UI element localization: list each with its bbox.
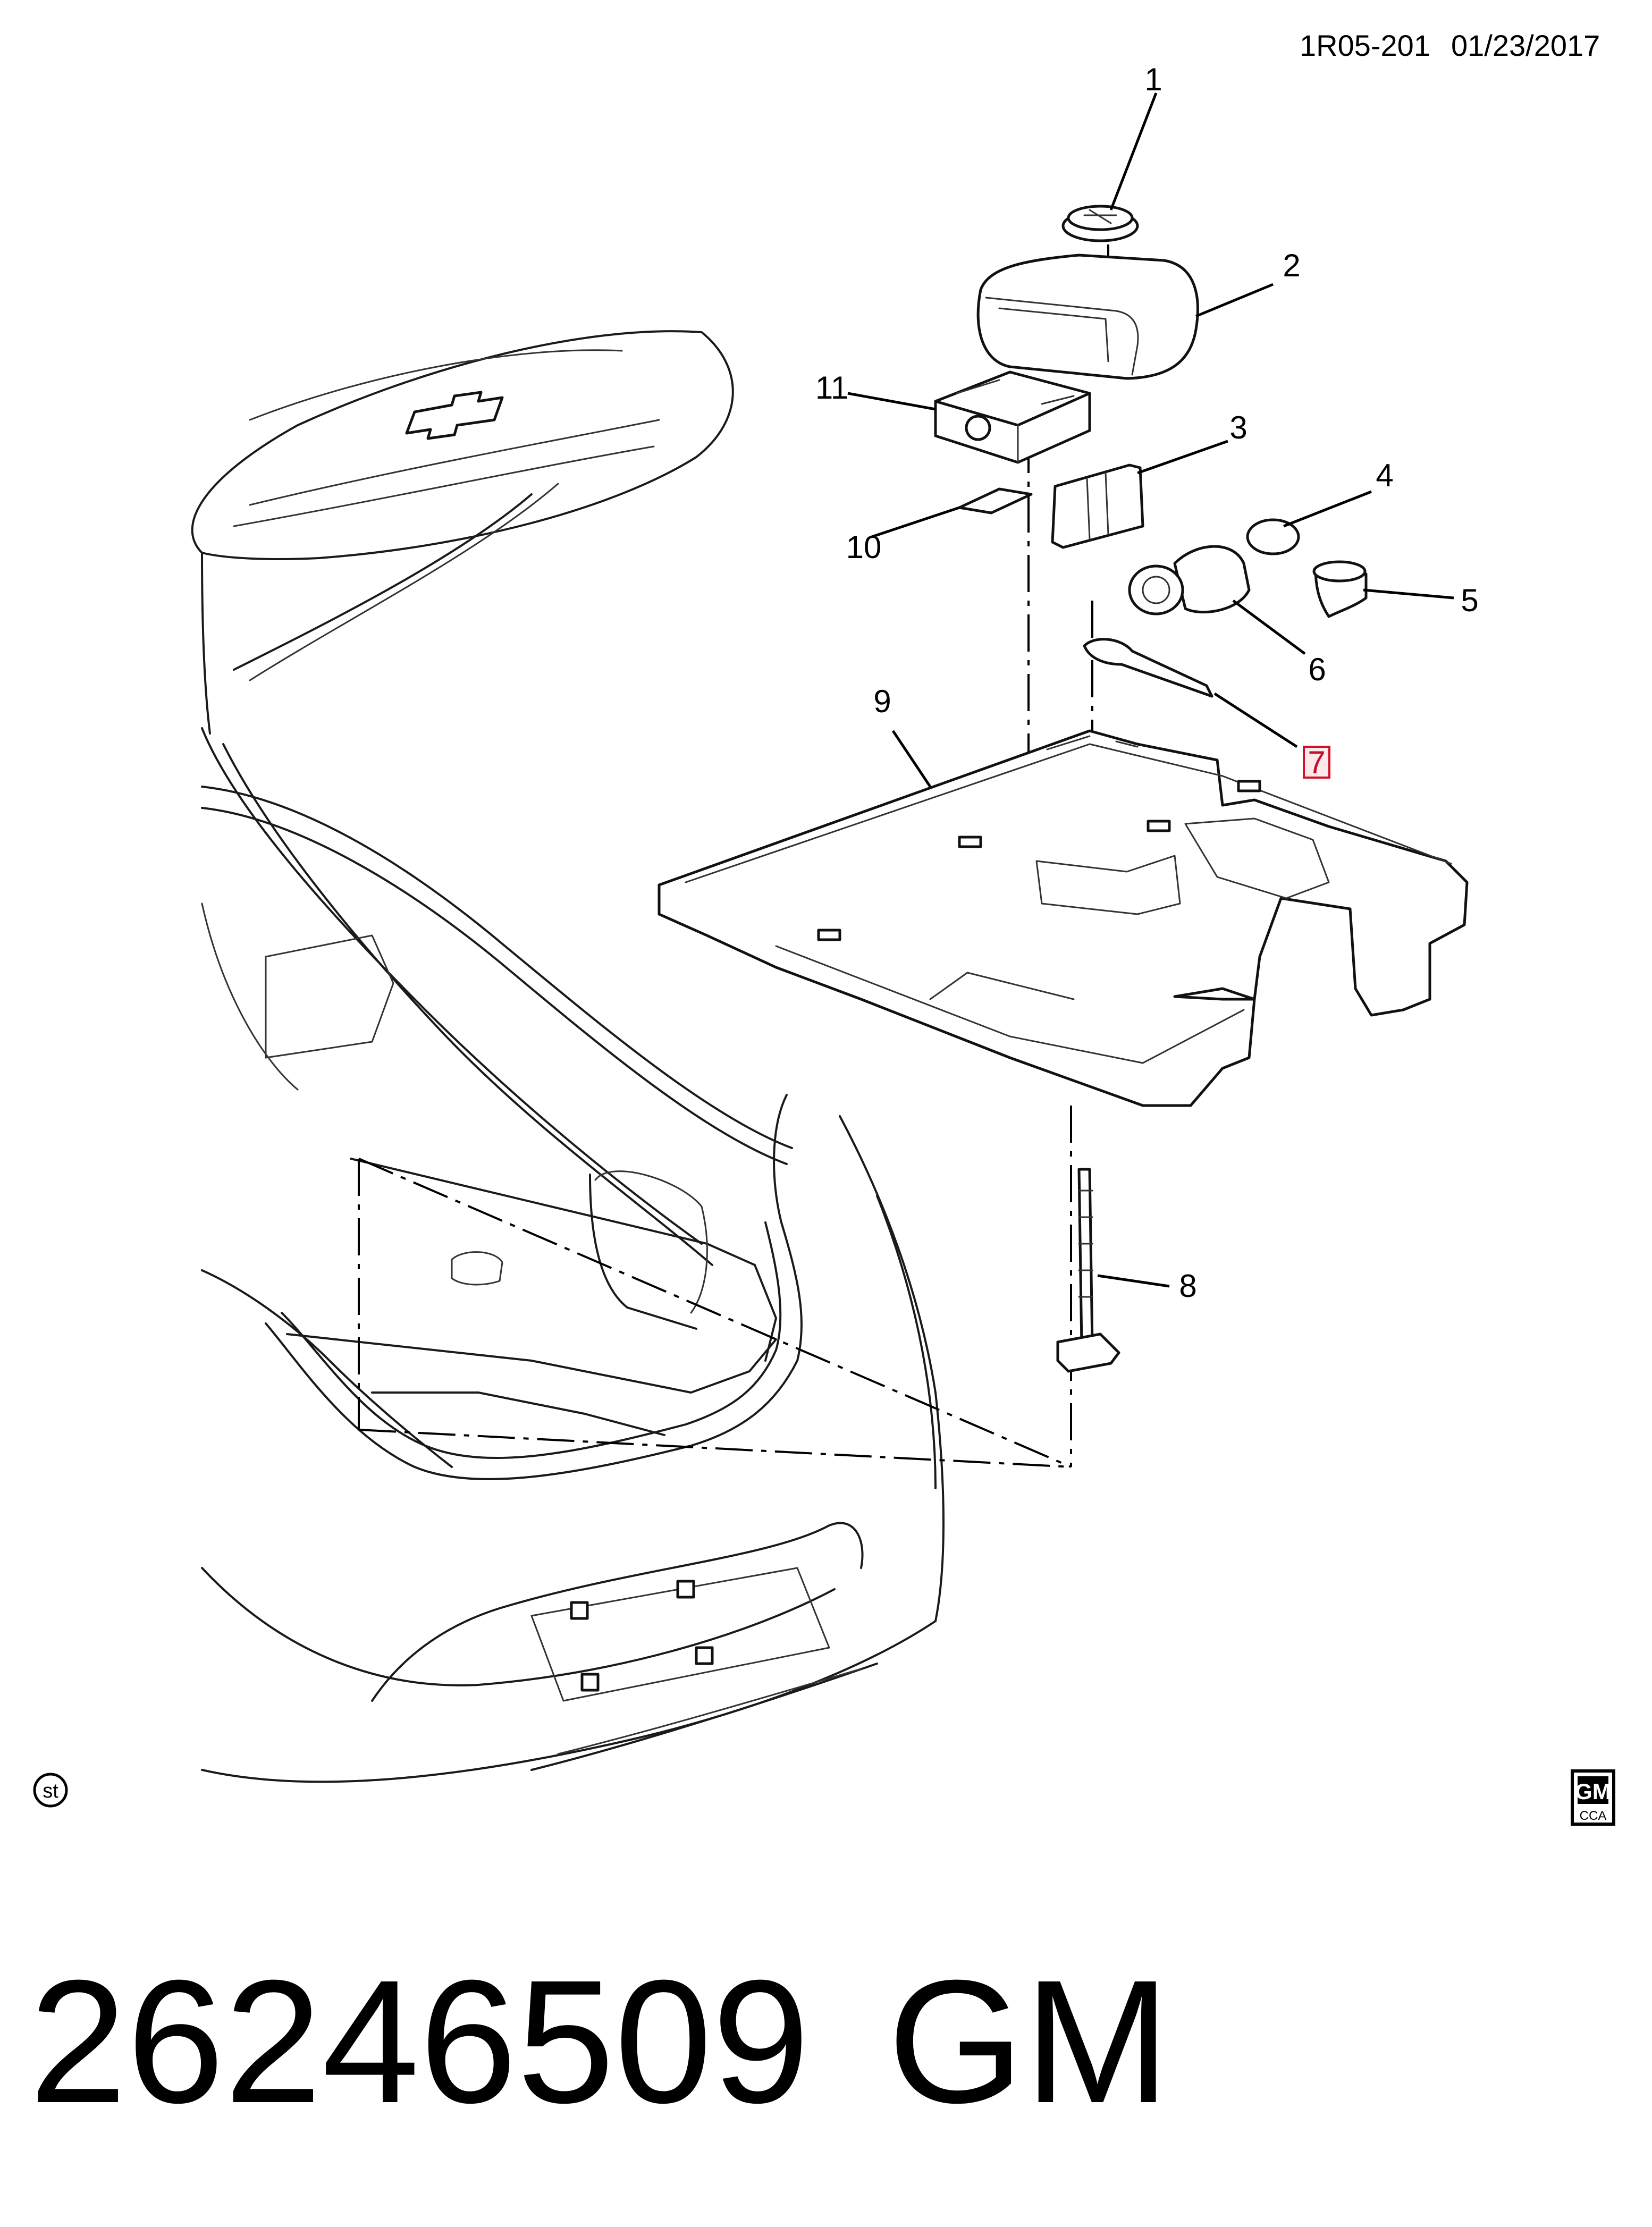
part-11-compressor xyxy=(934,370,1091,464)
callout-9: 9 xyxy=(873,684,891,719)
gm-logo-top: GM xyxy=(1575,1779,1611,1804)
callout-3: 3 xyxy=(1229,410,1247,445)
callout-5: 5 xyxy=(1461,583,1478,618)
part-8-bolt xyxy=(1056,1168,1120,1373)
footer-brand: GM xyxy=(888,1943,1170,2139)
callout-7-highlight xyxy=(1303,746,1330,779)
part-2-foam-block xyxy=(976,254,1199,380)
callout-6: 6 xyxy=(1308,652,1326,687)
callout-11: 11 xyxy=(815,370,848,406)
gm-logo-bottom: CCA xyxy=(1580,1809,1607,1823)
st-badge: st xyxy=(33,1773,68,1808)
part-5-cap xyxy=(1312,560,1368,618)
callout-1: 1 xyxy=(1144,62,1162,97)
part-1-cap xyxy=(1061,205,1139,242)
part-9-trunk-tray xyxy=(658,729,1469,1107)
callout-numbers: 1 2 3 4 5 6 7 8 9 10 11 xyxy=(815,62,1479,1304)
footer-part-number: 26246509 xyxy=(29,1943,810,2139)
leader-lines xyxy=(847,92,1454,1288)
part-6-canister xyxy=(1128,545,1251,615)
drawing-date: 01/23/2017 xyxy=(1451,29,1600,62)
callout-7: 7 xyxy=(1308,745,1325,780)
chevrolet-emblem xyxy=(405,391,504,440)
part-7-wrench xyxy=(1083,638,1213,698)
st-badge-text: st xyxy=(43,1780,58,1802)
part-4-seal xyxy=(1246,518,1300,555)
callout-2: 2 xyxy=(1283,248,1300,283)
drawing-id: 1R05-201 xyxy=(1300,29,1430,62)
part-3-bracket xyxy=(1051,463,1144,549)
callout-10: 10 xyxy=(846,529,882,565)
vehicle-rear-illustration xyxy=(191,330,945,1783)
part-10-label xyxy=(958,487,1033,514)
callout-8: 8 xyxy=(1179,1268,1196,1304)
gm-cca-logo: GM CCA xyxy=(1571,1769,1615,1826)
callout-4: 4 xyxy=(1376,458,1393,493)
